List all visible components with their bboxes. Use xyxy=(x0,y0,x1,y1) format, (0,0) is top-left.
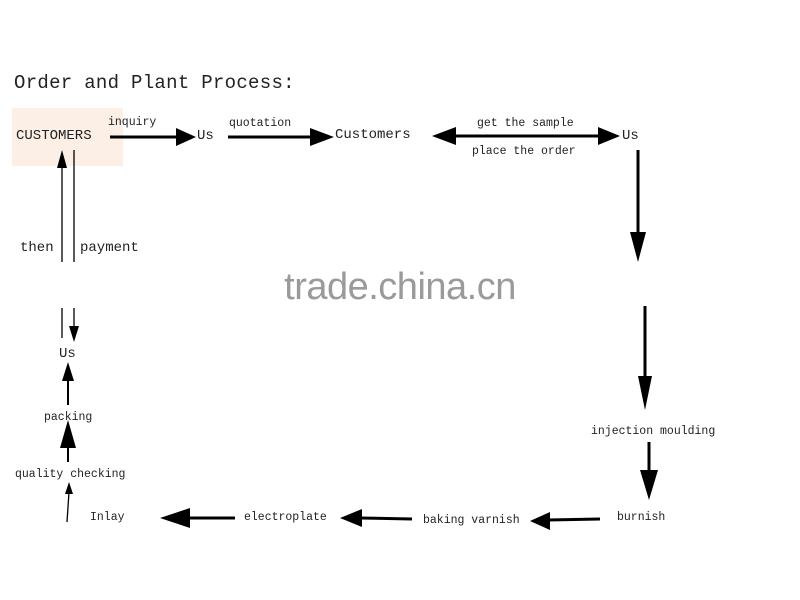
watermark: trade.china.cn xyxy=(284,266,516,308)
node-packing: packing xyxy=(44,411,93,424)
arrowhead-us-3 xyxy=(62,362,74,381)
edge-label-then: then xyxy=(20,240,54,256)
node-us-1: Us xyxy=(197,128,214,144)
customers-highlight xyxy=(12,108,123,166)
arrow-to-baking xyxy=(547,517,601,522)
arrowhead-order-right xyxy=(598,127,620,145)
node-customers-top: CUSTOMERS xyxy=(16,128,92,144)
arrowhead-us-down-2 xyxy=(638,376,652,410)
arrowhead-inquiry xyxy=(176,128,196,146)
edge-label-quotation: quotation xyxy=(229,117,292,130)
node-baking-varnish: baking varnish xyxy=(423,514,520,527)
edge-label-inquiry: inquiry xyxy=(108,116,157,129)
node-injection-moulding: injection moulding xyxy=(591,425,716,438)
node-us-3: Us xyxy=(59,346,76,362)
arrowhead-packing xyxy=(60,420,76,448)
arrowhead-inlay xyxy=(160,508,190,528)
arrowhead-us-down-1 xyxy=(630,232,646,262)
arrowhead-quotation xyxy=(310,128,334,146)
edge-label-get-sample: get the sample xyxy=(477,117,574,130)
arrow-to-quality xyxy=(66,491,70,523)
page-title: Order and Plant Process: xyxy=(14,72,295,94)
node-burnish: burnish xyxy=(617,511,666,524)
arrowhead-baking xyxy=(530,512,550,530)
node-electroplate: electroplate xyxy=(244,511,327,524)
node-quality-checking: quality checking xyxy=(15,468,126,481)
node-inlay: Inlay xyxy=(90,511,125,524)
arrowhead-burnish xyxy=(640,470,658,500)
edge-label-payment: payment xyxy=(80,240,139,256)
arrow-to-electroplate xyxy=(359,516,413,521)
arrowhead-quality xyxy=(65,482,73,494)
arrowhead-payment xyxy=(69,326,79,342)
node-us-2: Us xyxy=(622,128,639,144)
node-customers-2: Customers xyxy=(335,127,411,143)
arrowhead-electroplate xyxy=(340,509,362,527)
arrowhead-sample-left xyxy=(432,127,456,145)
edge-label-place-order: place the order xyxy=(472,145,576,158)
arrowhead-then xyxy=(57,150,67,168)
